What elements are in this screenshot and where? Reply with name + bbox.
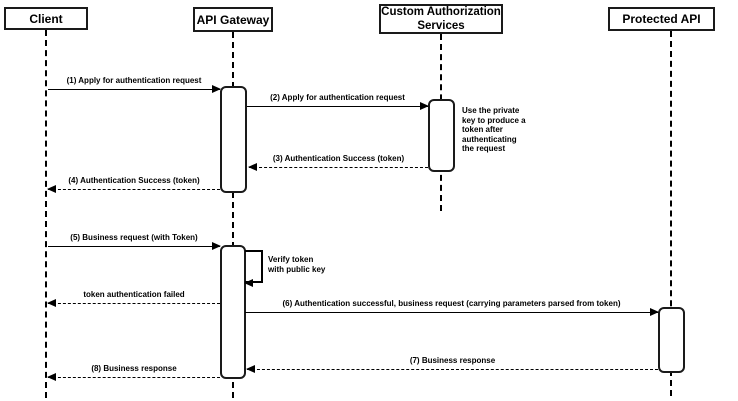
message-1-line bbox=[48, 84, 221, 93]
message-5-line bbox=[48, 241, 221, 250]
arrowhead-left-icon bbox=[47, 372, 56, 381]
arrowhead-left-icon bbox=[248, 162, 257, 171]
message-8: (8) Business response bbox=[47, 363, 220, 381]
message-6-line bbox=[245, 307, 659, 316]
arrowhead-left-icon bbox=[47, 298, 56, 307]
participant-api-gateway: API Gateway bbox=[193, 7, 273, 32]
note-private-key: Use the private key to produce a token a… bbox=[462, 106, 526, 153]
lifeline-client bbox=[45, 30, 47, 398]
arrowhead-right-icon bbox=[212, 241, 221, 250]
arrowhead-left-icon bbox=[246, 364, 255, 373]
message-8-label: (8) Business response bbox=[91, 364, 177, 373]
message-5: (5) Business request (with Token) bbox=[48, 232, 221, 250]
arrowhead-right-icon bbox=[212, 84, 221, 93]
activation-protected-api bbox=[658, 307, 685, 373]
lifeline-api-gateway bbox=[232, 32, 234, 398]
message-8-line bbox=[47, 372, 220, 381]
participant-custom-authorization-services: Custom Authorization Services bbox=[379, 4, 503, 34]
message-7-label: (7) Business response bbox=[409, 356, 496, 365]
message-4-label: (4) Authentication Success (token) bbox=[68, 176, 200, 185]
arrowhead-right-icon bbox=[420, 101, 429, 110]
arrowhead-right-icon bbox=[650, 307, 659, 316]
message-3: (3) Authentication Success (token) bbox=[248, 153, 428, 171]
message-6-label: (6) Authentication successful, business … bbox=[282, 299, 621, 308]
arrowhead-left-icon bbox=[244, 279, 253, 287]
arrowhead-left-icon bbox=[47, 184, 56, 193]
participant-protected-api-label: Protected API bbox=[622, 12, 701, 26]
activation-api-gateway-auth bbox=[220, 86, 247, 193]
message-token-auth-failed-line bbox=[47, 298, 220, 307]
message-token-auth-failed: token authentication failed bbox=[47, 289, 220, 307]
message-5-label: (5) Business request (with Token) bbox=[70, 233, 198, 242]
message-4-line bbox=[47, 184, 220, 193]
activation-custom-authorization-services bbox=[428, 99, 455, 172]
message-token-auth-failed-label: token authentication failed bbox=[83, 290, 185, 299]
self-message-verify-token-label: Verify token with public key bbox=[268, 255, 326, 274]
message-7: (7) Business response bbox=[246, 355, 658, 373]
message-3-label: (3) Authentication Success (token) bbox=[272, 154, 405, 163]
message-4: (4) Authentication Success (token) bbox=[47, 175, 220, 193]
message-6: (6) Authentication successful, business … bbox=[245, 298, 659, 316]
message-2-line bbox=[247, 101, 429, 110]
participant-api-gateway-label: API Gateway bbox=[196, 12, 270, 27]
message-1: (1) Apply for authentication request bbox=[48, 75, 221, 93]
participant-client: Client bbox=[4, 7, 88, 30]
message-7-line bbox=[246, 364, 658, 373]
message-2-label: (2) Apply for authentication request bbox=[270, 93, 405, 102]
self-message-verify-token bbox=[244, 250, 263, 287]
lifeline-protected-api bbox=[670, 31, 672, 396]
message-3-line bbox=[248, 162, 428, 171]
message-2: (2) Apply for authentication request bbox=[247, 92, 429, 110]
participant-protected-api: Protected API bbox=[608, 7, 715, 31]
activation-api-gateway-business bbox=[220, 245, 246, 379]
message-1-label: (1) Apply for authentication request bbox=[66, 76, 202, 85]
participant-custom-authorization-services-label: Custom Authorization Services bbox=[381, 6, 501, 32]
participant-client-label: Client bbox=[29, 11, 63, 26]
